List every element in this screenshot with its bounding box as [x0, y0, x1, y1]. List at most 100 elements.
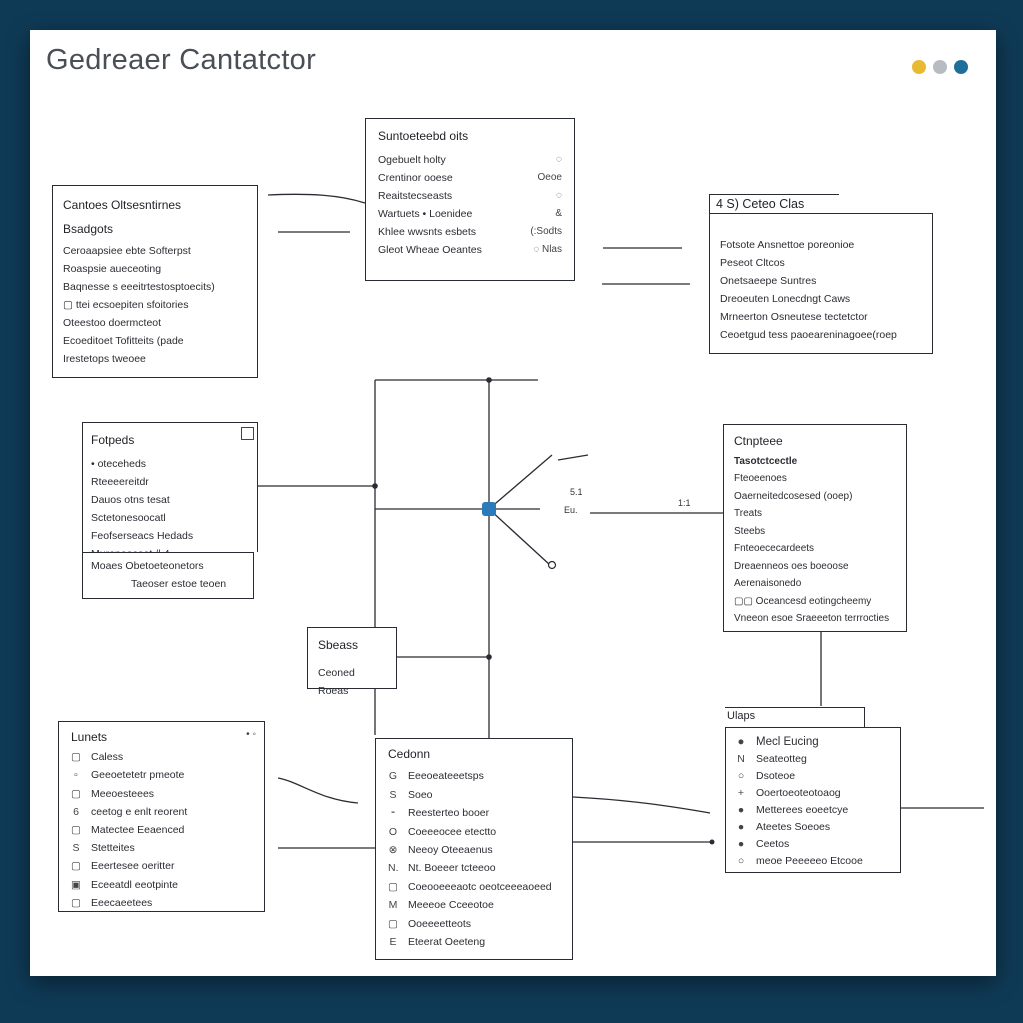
- row-icon: N.: [388, 862, 399, 875]
- box-bottom-right-tab[interactable]: Ulaps: [725, 707, 865, 728]
- box-small-center[interactable]: Sbeass Ceoned Roeas: [307, 627, 397, 697]
- list-item: Ceroaapsiee ebte Softerpst: [63, 245, 191, 257]
- box-right-top-tab[interactable]: 4 S) Ceteo Clas: [709, 194, 839, 214]
- row-icon: ▢: [388, 880, 398, 893]
- box-mid-right[interactable]: Ctnpteee Tasotctcectle Fteoeenoes Oaerne…: [723, 424, 907, 632]
- wire-curve-bc: [572, 796, 711, 814]
- row-icon: ○: [737, 855, 745, 867]
- dot-yellow[interactable]: [912, 60, 926, 74]
- box-right-top[interactable]: Fotsote Ansnettoe poreonioe Peseot Cltco…: [709, 213, 933, 354]
- diagram-canvas: Gedreaer Cantatctor: [30, 30, 996, 976]
- box-top-center[interactable]: Suntoeteebd oits Ogebuelt holty Crentino…: [365, 118, 575, 281]
- box-header: Cedonn: [388, 747, 431, 761]
- checkbox-icon[interactable]: ▢: [71, 860, 81, 873]
- row-icon: N: [737, 753, 745, 765]
- list-item: Oaerneitedcosesed (ooep): [734, 490, 853, 502]
- box-bottom-left[interactable]: Lunets • ◦ ▢Caless ▫Geeoetetetr pmeote ▢…: [58, 721, 265, 912]
- list-item: Roaspsie aueceoting: [63, 263, 162, 275]
- row-icon: M: [388, 899, 398, 912]
- row-mark: &: [555, 208, 562, 219]
- checkbox-icon[interactable]: ▢: [71, 896, 81, 909]
- box-header: Cantoes Oltsesntirnes: [63, 198, 182, 212]
- list-item: Caless: [91, 751, 124, 764]
- list-item: Reesterteo booer: [408, 807, 490, 820]
- list-item: Soeo: [408, 788, 433, 801]
- list-item: Seateotteg: [756, 753, 807, 765]
- junction-bc: [709, 839, 715, 845]
- row-mark: Oeoe: [537, 172, 562, 183]
- list-item: Ooeeeetteots: [408, 917, 472, 930]
- list-item: Eeeoeateeetsps: [408, 770, 484, 783]
- list-item: Coeooeeeaotc oeotceeeaoeed: [408, 880, 552, 893]
- row-mark: (:Sodts: [530, 226, 562, 237]
- spoke-end: [547, 560, 557, 570]
- checkbox-icon[interactable]: [241, 427, 254, 440]
- wire-curve-bl: [277, 777, 359, 804]
- list-item: Eteerat Oeeteng: [408, 936, 486, 949]
- row-icon: ●: [737, 821, 745, 833]
- checkbox-icon[interactable]: ▣: [71, 878, 81, 891]
- list-item: Crentinor ooese: [378, 172, 453, 184]
- hub-label-left2: Eu.: [564, 505, 578, 515]
- wire-curve-tl: [267, 193, 366, 204]
- list-item: Dsoteoe: [756, 770, 796, 782]
- list-item: Eceeatdl eeotpinte: [91, 878, 178, 891]
- spoke-up-tail: [557, 454, 589, 461]
- list-item: Meeoesteees: [91, 787, 155, 800]
- list-item: Steebs: [734, 525, 766, 537]
- list-item: Rteeeereitdr: [91, 476, 149, 488]
- box-header: Lunets: [71, 730, 108, 744]
- checkbox-icon[interactable]: ▢: [71, 824, 81, 837]
- row-icon: ▢: [388, 917, 398, 930]
- hub-node: [482, 502, 496, 516]
- window-dots: [912, 60, 968, 74]
- list-item: Treats: [734, 508, 762, 519]
- bullet-icon: S: [72, 842, 80, 855]
- spoke-down: [488, 508, 551, 566]
- dot-gray[interactable]: [933, 60, 947, 74]
- list-item: Eeecaeetees: [91, 896, 153, 909]
- row-icon: E: [389, 936, 397, 949]
- list-item: Fteoeenoes: [734, 473, 787, 484]
- list-item: Gleot Wheae Oeantes: [378, 244, 482, 256]
- bullet-icon: ▫: [74, 769, 78, 782]
- settings-icon[interactable]: • ◦: [246, 729, 256, 740]
- box-subheader: Bsadgots: [63, 222, 114, 236]
- list-item: Moaes Obetoeteonetors: [91, 560, 204, 572]
- list-item: Meeeoe Cceeotoe: [408, 899, 494, 912]
- checkbox-icon[interactable]: ▢: [71, 787, 81, 800]
- box-left-top[interactable]: Cantoes Oltsesntirnes Bsadgots Ceroaapsi…: [52, 185, 258, 378]
- box-top-center-rows: Ogebuelt holty Crentinor ooese Reaitstec…: [378, 151, 562, 259]
- list-item: Irestetops tweoee: [63, 353, 146, 365]
- box-mid-left[interactable]: Fotpeds • oteceheds Rteeeereitdr Dauos o…: [82, 422, 258, 560]
- hub-label-right: 1:1: [678, 498, 691, 508]
- row-mark: ◌: [556, 190, 562, 201]
- list-item: Coeeeocee etectto: [408, 825, 497, 838]
- box-header: Suntoeteebd oits: [378, 129, 469, 143]
- list-item: ceetog e enlt reorent: [91, 805, 188, 818]
- box-mid-left-footer[interactable]: Moaes Obetoeteonetors Taeoser estoe teoe…: [82, 552, 254, 599]
- list-item: ▢ ttei ecsoepiten sfoitories: [63, 299, 189, 311]
- row-icon: ●: [737, 838, 745, 850]
- row-icon: O: [388, 825, 398, 838]
- dot-blue[interactable]: [954, 60, 968, 74]
- row-icon: ●: [737, 736, 745, 748]
- checkbox-icon[interactable]: ▢: [71, 751, 81, 764]
- row-icon: G: [388, 770, 398, 783]
- list-item: Feofserseacs Hedads: [91, 530, 194, 542]
- page-title: Gedreaer Cantatctor: [46, 44, 317, 76]
- junction-small: [486, 654, 492, 660]
- list-item: Nt. Boeeer tcteeoo: [408, 862, 496, 875]
- box-subheader: Tasotctcectle: [734, 455, 798, 467]
- list-item: Taeoser estoe teoen: [131, 578, 227, 590]
- list-item: Ecoeditoet Tofitteits (pade: [63, 335, 184, 347]
- list-item: Fnteoececardeets: [734, 543, 815, 554]
- row-icon: ⁃: [390, 807, 396, 820]
- list-item: Reaitstecseasts: [378, 190, 453, 202]
- row-mark: ◌: [556, 154, 562, 165]
- row-mark: ◌ Nlas: [533, 244, 562, 255]
- list-item: Ceoned Roeas: [318, 667, 355, 697]
- list-item: Fotsote Ansnettoe poreonioe: [720, 239, 855, 251]
